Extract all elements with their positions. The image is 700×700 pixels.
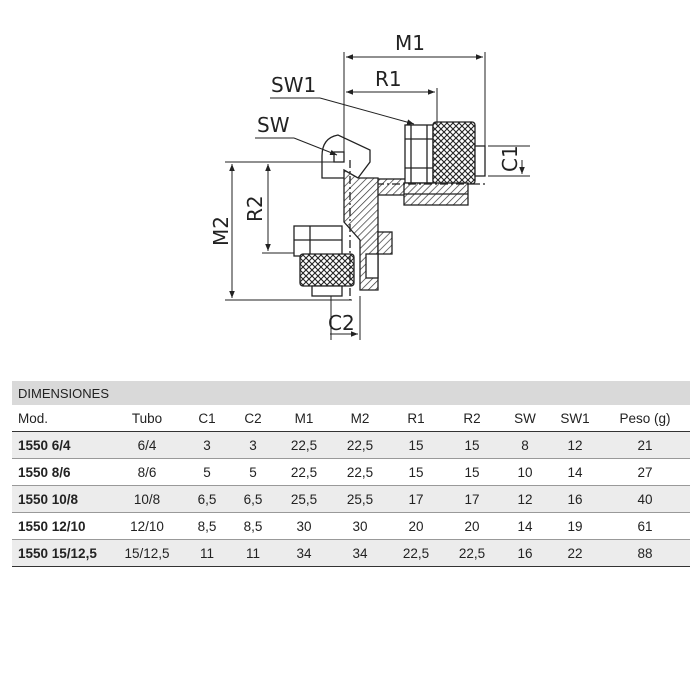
label-r2: R2	[243, 195, 267, 222]
seal-block	[377, 231, 393, 255]
label-sw: SW	[257, 113, 290, 137]
elbow-body-outline	[321, 134, 371, 179]
header-m1: M1	[276, 405, 332, 432]
cell-r2: 20	[444, 512, 500, 540]
knurled-collar-lower	[299, 253, 355, 287]
cell-peso: 88	[600, 539, 690, 567]
technical-drawing: M1 R1 SW1 SW C1 R2 M2 C2	[209, 31, 530, 340]
cell-r2: 22,5	[444, 539, 500, 567]
cell-r1: 15	[388, 431, 444, 459]
cell-c1: 6,5	[184, 485, 230, 513]
cell-peso: 40	[600, 485, 690, 513]
cell-tubo: 6/4	[110, 431, 184, 459]
cell-c1: 11	[184, 539, 230, 567]
cell-sw1: 19	[550, 512, 600, 540]
cell-m2: 22,5	[332, 458, 388, 486]
cell-m1: 22,5	[276, 458, 332, 486]
cell-peso: 21	[600, 431, 690, 459]
dimensions-table-section: DIMENSIONES Mod. Tubo C1 C2 M1 M2 R1 R2 …	[12, 381, 690, 567]
cell-m1: 34	[276, 539, 332, 567]
cell-r2: 15	[444, 458, 500, 486]
cell-sw: 8	[500, 431, 550, 459]
cell-mod: 1550 10/8	[12, 485, 110, 513]
cell-m2: 30	[332, 512, 388, 540]
cell-tubo: 12/10	[110, 512, 184, 540]
cell-r1: 20	[388, 512, 444, 540]
cell-mod: 1550 8/6	[12, 458, 110, 486]
cell-r2: 17	[444, 485, 500, 513]
cell-peso: 27	[600, 458, 690, 486]
header-tubo: Tubo	[110, 405, 184, 432]
header-r1: R1	[388, 405, 444, 432]
label-m1: M1	[395, 31, 425, 55]
label-r1: R1	[375, 67, 402, 91]
header-c1: C1	[184, 405, 230, 432]
knurled-collar-right	[432, 121, 476, 185]
cell-sw: 12	[500, 485, 550, 513]
cell-c2: 6,5	[230, 485, 276, 513]
cell-m1: 30	[276, 512, 332, 540]
cell-sw: 10	[500, 458, 550, 486]
cell-m1: 22,5	[276, 431, 332, 459]
cell-sw: 16	[500, 539, 550, 567]
cell-c2: 8,5	[230, 512, 276, 540]
cell-m2: 22,5	[332, 431, 388, 459]
sw-hex-marker	[333, 151, 345, 163]
header-peso: Peso (g)	[600, 405, 690, 432]
cell-r1: 17	[388, 485, 444, 513]
header-mod: Mod.	[12, 405, 110, 432]
cell-c2: 3	[230, 431, 276, 459]
cell-c2: 5	[230, 458, 276, 486]
cell-m2: 25,5	[332, 485, 388, 513]
cell-r2: 15	[444, 431, 500, 459]
cell-c1: 5	[184, 458, 230, 486]
cell-m2: 34	[332, 539, 388, 567]
cell-tubo: 15/12,5	[110, 539, 184, 567]
cell-sw: 14	[500, 512, 550, 540]
cell-mod: 1550 15/12,5	[12, 539, 110, 567]
cell-m1: 25,5	[276, 485, 332, 513]
label-m2: M2	[209, 216, 233, 246]
cell-c1: 3	[184, 431, 230, 459]
cell-mod: 1550 6/4	[12, 431, 110, 459]
cell-peso: 61	[600, 512, 690, 540]
dimensions-table: Mod. Tubo C1 C2 M1 M2 R1 R2 SW SW1 Peso …	[12, 405, 690, 567]
cell-c2: 11	[230, 539, 276, 567]
label-c2: C2	[328, 311, 355, 335]
cell-c1: 8,5	[184, 512, 230, 540]
cell-sw1: 12	[550, 431, 600, 459]
header-c2: C2	[230, 405, 276, 432]
header-m2: M2	[332, 405, 388, 432]
header-r2: R2	[444, 405, 500, 432]
sw1-hex-nut	[404, 124, 434, 184]
table-header-row: Mod. Tubo C1 C2 M1 M2 R1 R2 SW SW1 Peso …	[12, 405, 690, 432]
cell-sw1: 16	[550, 485, 600, 513]
cell-r1: 15	[388, 458, 444, 486]
label-sw1: SW1	[271, 73, 316, 97]
cell-sw1: 22	[550, 539, 600, 567]
cell-r1: 22,5	[388, 539, 444, 567]
header-sw1: SW1	[550, 405, 600, 432]
table-title: DIMENSIONES	[12, 381, 690, 405]
header-sw: SW	[500, 405, 550, 432]
cell-tubo: 8/6	[110, 458, 184, 486]
label-c1: C1	[498, 145, 522, 172]
cell-mod: 1550 12/10	[12, 512, 110, 540]
cell-tubo: 10/8	[110, 485, 184, 513]
sw-hex-nut-lower	[293, 225, 343, 257]
cell-sw1: 14	[550, 458, 600, 486]
